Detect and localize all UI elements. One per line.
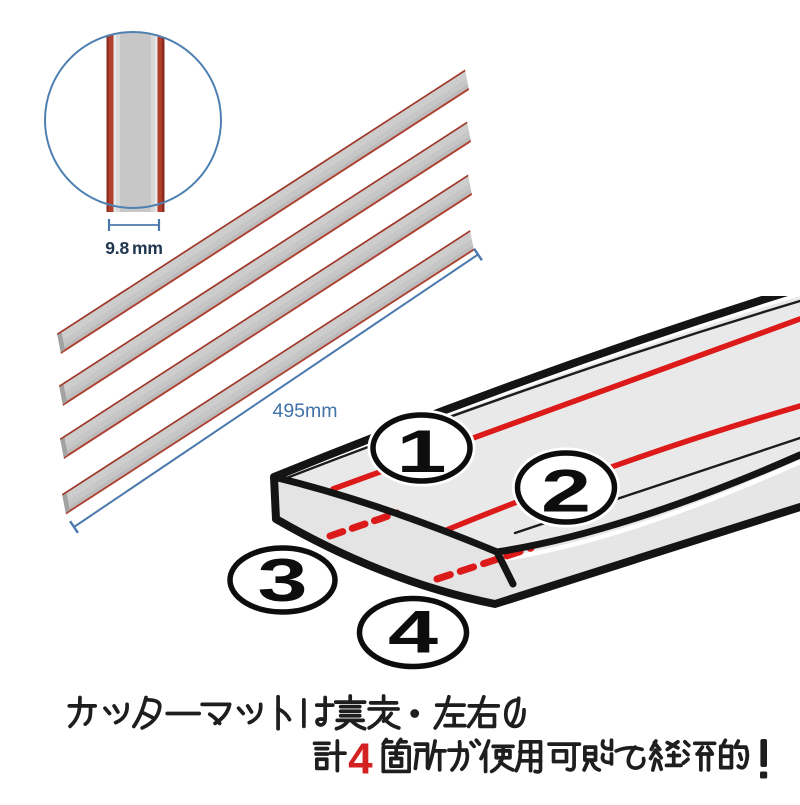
svg-text:4: 4	[348, 734, 373, 783]
svg-text:1: 1	[396, 419, 446, 486]
svg-text:4: 4	[388, 599, 439, 666]
svg-text:9.8mm: 9.8mm	[105, 238, 162, 258]
svg-text:2: 2	[541, 458, 591, 525]
svg-text:3: 3	[257, 548, 307, 615]
svg-text:495mm: 495mm	[272, 400, 337, 422]
